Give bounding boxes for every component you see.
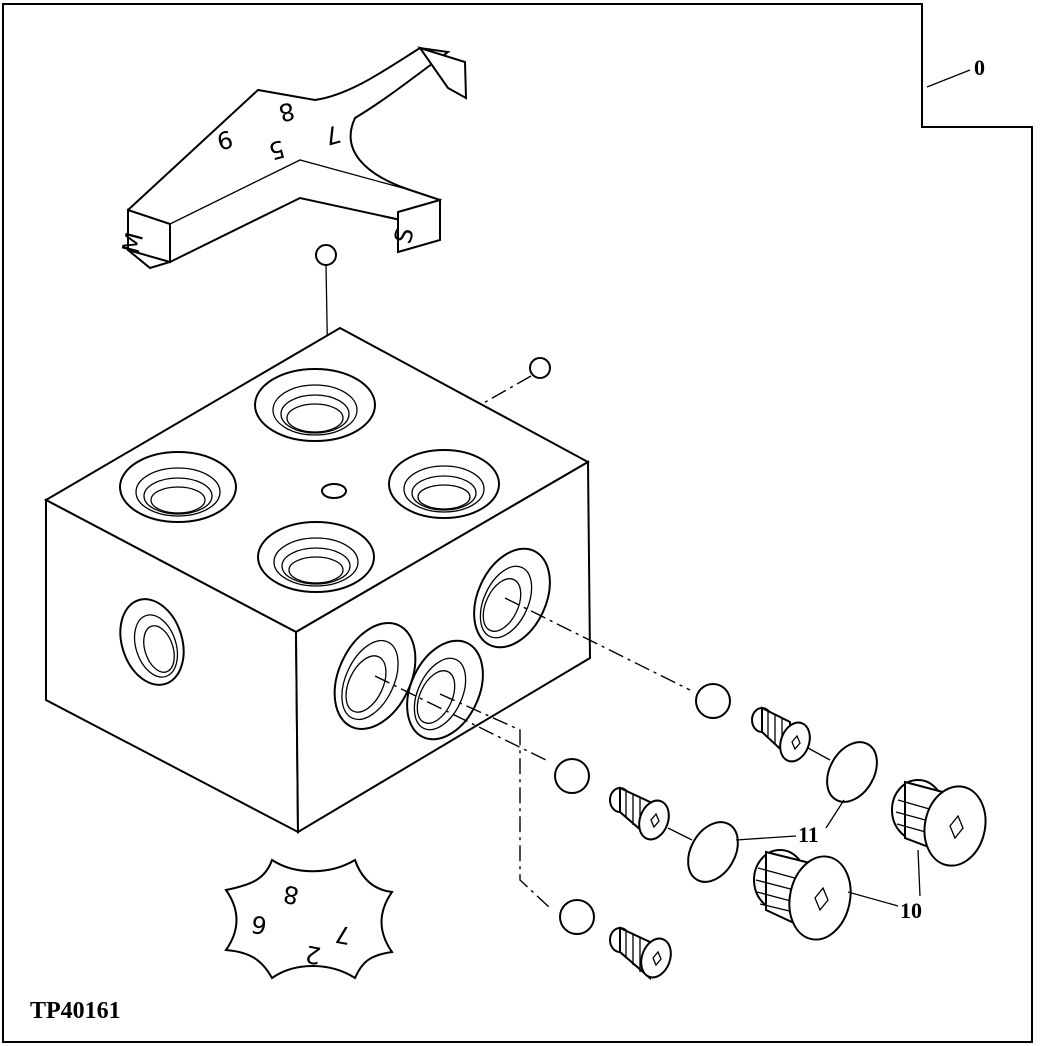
bracket-marking-9: 9 — [214, 124, 236, 155]
top-port-front — [257, 521, 375, 593]
plate-marking-2: 2 — [303, 939, 323, 969]
bracket-marking-7: 7 — [322, 119, 344, 150]
top-port-right — [388, 449, 500, 519]
hex-plug-upper — [891, 779, 987, 867]
top-center-hole — [321, 483, 347, 499]
top-pin-ring — [315, 244, 337, 266]
restrictor-plug-upper — [751, 706, 811, 763]
right-face-port-lower-right — [406, 639, 484, 741]
restrictor-plug-lower — [609, 926, 672, 981]
ball-middle — [554, 758, 590, 794]
plate-marking-8: 8 — [281, 879, 301, 909]
port-leader-lower — [439, 693, 551, 909]
port-leader-upper — [504, 597, 691, 691]
o-ring-upper — [826, 741, 878, 803]
restrictor-plug-middle — [609, 786, 670, 841]
connector-upper-plug-ring — [807, 747, 831, 761]
plate-marking-7: 7 — [333, 919, 353, 949]
callout-0-label: 0 — [974, 55, 985, 80]
identification-bracket: M S 9 8 7 5 — [117, 46, 468, 270]
hex-plug-lower — [753, 849, 852, 941]
bracket-marking-8: 8 — [276, 96, 298, 127]
manifold-block — [43, 326, 592, 834]
callout-10-leader-b — [847, 891, 899, 907]
top-port-left — [119, 451, 237, 523]
right-face-port-upper — [473, 547, 551, 649]
figure-border — [2, 3, 1033, 1043]
callout-10-label: 10 — [900, 898, 922, 923]
callout-11-leader-b — [825, 799, 845, 829]
callout-11-leader-a — [735, 835, 797, 841]
upper-right-pin-ring — [529, 357, 551, 379]
ball-upper — [695, 683, 731, 719]
plate-marking-6: 6 — [249, 909, 269, 939]
identification-plate: 8 6 7 2 — [224, 858, 394, 980]
callout-10-leader-a — [917, 849, 921, 897]
connector-middle-plug-ring — [667, 827, 693, 841]
bracket-marking-s: S — [389, 225, 420, 247]
bracket-marking-5: 5 — [266, 134, 288, 165]
figure-code: TP40161 — [30, 998, 121, 1024]
left-face-port — [119, 598, 185, 686]
top-port-rear — [254, 368, 376, 442]
ball-lower — [559, 899, 595, 935]
o-ring-lower — [687, 821, 739, 883]
callout-11-label: 11 — [798, 822, 819, 847]
callout-0-leader — [926, 69, 971, 88]
port-leader-middle — [374, 675, 551, 763]
